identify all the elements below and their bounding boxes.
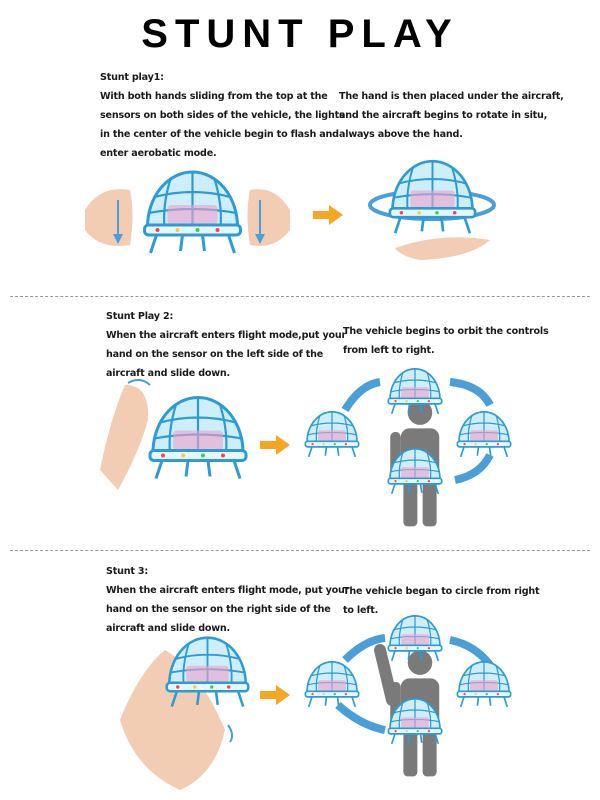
section-1-right-text: The hand is then placed under the aircra… <box>339 87 564 144</box>
text-line: from left to right. <box>343 345 435 356</box>
orange-arrow-icon <box>313 205 343 225</box>
text-line: When the aircraft enters flight mode,put… <box>106 330 347 341</box>
text-line: aircraft and slide down. <box>106 623 230 634</box>
drone-icon <box>388 159 477 235</box>
text-line: When the aircraft enters flight mode, pu… <box>106 585 350 596</box>
section-2-heading: Stunt Play 2: <box>106 311 174 322</box>
section-2-text: Stunt Play 2: When the aircraft enters f… <box>106 307 346 383</box>
page-title: STUNT PLAY <box>141 12 459 56</box>
text-line: sensors on both sides of the vehicle, th… <box>100 110 345 121</box>
drone-icon <box>148 395 248 481</box>
orbit-arrow-icon <box>342 634 386 663</box>
text-line: hand on the sensor on the right side of … <box>106 604 331 615</box>
text-line: enter aerobatic mode. <box>100 148 217 159</box>
text-line: in the center of the vehicle begin to fl… <box>100 129 339 140</box>
text-line: With both hands sliding from the top at … <box>100 91 328 102</box>
drone-icon <box>142 170 243 255</box>
section-1-text: Stunt play1: With both hands sliding fro… <box>100 68 345 163</box>
orange-arrow-icon <box>260 685 290 705</box>
text-line: The hand is then placed under the aircra… <box>339 91 564 102</box>
orbit-arrow-icon <box>449 378 494 408</box>
section-3-heading: Stunt 3: <box>106 566 148 577</box>
text-line: aircraft and slide down. <box>106 368 230 379</box>
text-line: to left. <box>343 605 379 616</box>
orbit-arrow-icon <box>454 453 494 484</box>
raised-arm <box>374 644 398 706</box>
text-line: The vehicle began to circle from right <box>343 586 540 597</box>
hand-right-icon <box>247 189 290 246</box>
text-line: hand on the sensor on the left side of t… <box>106 349 324 360</box>
orange-arrow-icon <box>260 435 290 455</box>
swipe-arrow-icon <box>127 379 151 386</box>
section-2-right-text: The vehicle begins to orbit the controls… <box>343 322 549 360</box>
hand-palm-icon <box>395 237 490 260</box>
drone-icon <box>304 410 360 458</box>
orbit-arrow-icon <box>341 378 381 413</box>
drone-icon <box>456 661 512 708</box>
text-line: and the aircraft begins to rotate in sit… <box>339 110 548 121</box>
divider <box>10 550 590 551</box>
section-3-right-text: The vehicle began to circle from right t… <box>343 582 540 620</box>
hand-icon <box>100 385 149 490</box>
text-line: The vehicle begins to orbit the controls <box>343 326 549 337</box>
hand-left-icon <box>85 189 133 246</box>
text-line: always above the hand. <box>339 129 463 140</box>
divider <box>10 296 590 297</box>
section-3-text: Stunt 3: When the aircraft enters flight… <box>106 562 349 638</box>
drone-icon <box>456 411 512 458</box>
drone-icon <box>304 660 360 708</box>
swipe-arrow-icon <box>227 724 234 743</box>
section-1-heading: Stunt play1: <box>100 72 164 83</box>
orbit-arrow-icon <box>335 702 386 734</box>
